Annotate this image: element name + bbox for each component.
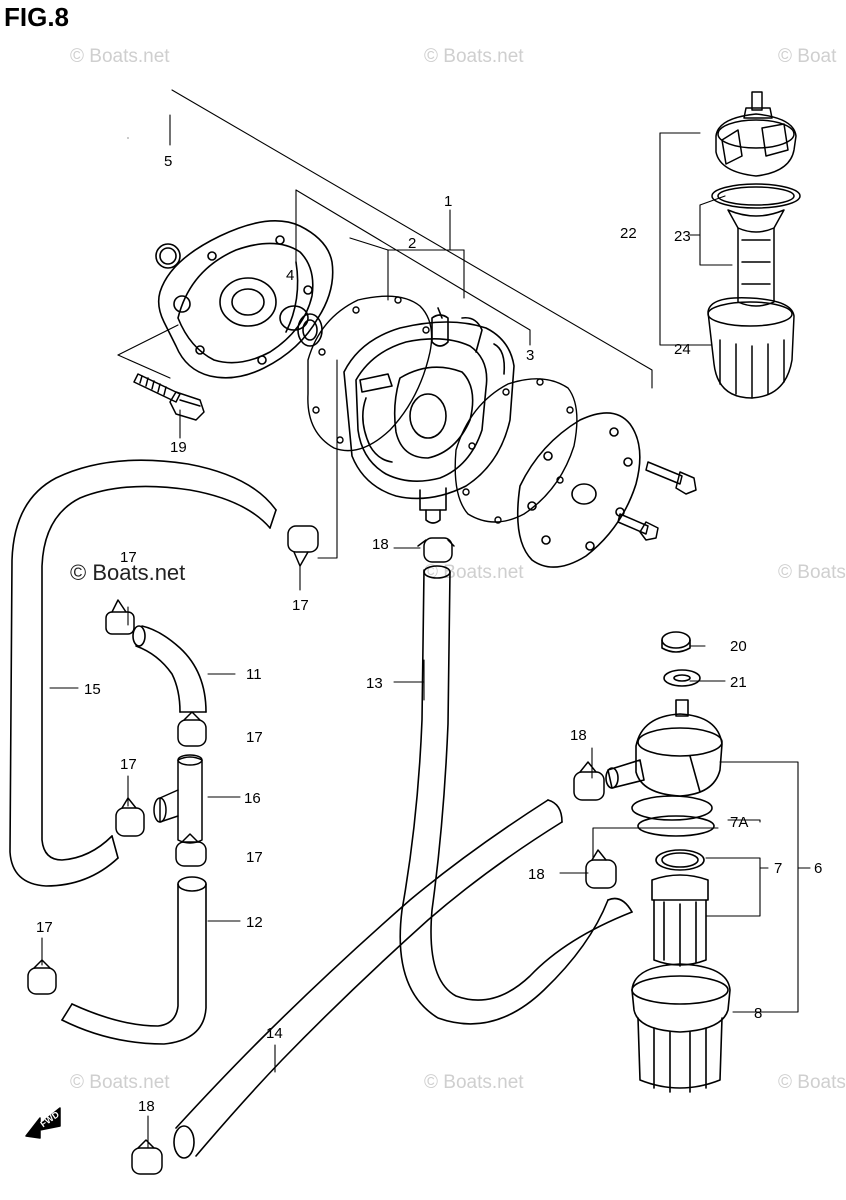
callout-4: 4	[286, 267, 294, 284]
clamp-17d	[115, 797, 145, 837]
watermark: © Boats.net	[424, 46, 524, 67]
hose-15	[9, 459, 277, 887]
callout-1: 1	[444, 193, 452, 210]
callout-15: 15	[84, 681, 101, 698]
clamp-18c	[585, 849, 617, 889]
callout-11: 11	[246, 666, 262, 683]
callout-8: 8	[754, 1005, 762, 1022]
clamp-17a	[105, 599, 135, 635]
clamp-17e	[175, 833, 207, 867]
callout-16: 16	[244, 790, 261, 807]
callout-17: 17	[292, 597, 309, 614]
watermark: © Boats.net	[70, 1072, 170, 1093]
watermark: © Boats	[778, 1072, 846, 1093]
hose-12	[61, 876, 207, 1045]
callout-2: 2	[408, 235, 416, 252]
callout-19: 19	[170, 439, 187, 456]
callout-23: 23	[674, 228, 691, 245]
callout-21: 21	[730, 674, 747, 691]
clamp-18b	[573, 761, 605, 801]
watermark: © Boats.net	[424, 562, 524, 583]
callout-17: 17	[246, 729, 263, 746]
pump-body	[343, 307, 515, 524]
leader-lines	[41, 89, 811, 1149]
callout-5: 5	[164, 153, 172, 170]
clamp-18a	[417, 537, 455, 563]
watermark: © Boats.net	[70, 560, 186, 585]
gasket-left	[307, 295, 433, 452]
callout-6: 6	[814, 860, 822, 877]
callout-24: 24	[674, 341, 691, 358]
callout-12: 12	[246, 914, 263, 931]
fwd-arrow-icon	[25, 1107, 61, 1139]
callout-14: 14	[266, 1025, 283, 1042]
water-separator	[605, 631, 731, 1093]
fuel-filter-top	[707, 91, 801, 399]
callout-7: 7	[774, 860, 782, 877]
callout-18: 18	[138, 1098, 155, 1115]
callout-18: 18	[528, 866, 545, 883]
callout-22: 22	[620, 225, 637, 242]
hose-13	[399, 565, 633, 1025]
figure-title: FIG.8	[4, 2, 70, 32]
hose-14	[173, 799, 563, 1159]
watermark: © Boats.net	[70, 46, 170, 67]
callout-3: 3	[526, 347, 534, 364]
watermark: © Boats.net	[424, 1072, 524, 1093]
end-cover	[516, 412, 641, 568]
bolt-19	[133, 373, 205, 421]
clamp-17f	[27, 959, 57, 995]
bolt-right-lower	[617, 513, 659, 541]
callout-17: 17	[246, 849, 263, 866]
callout-20: 20	[730, 638, 747, 655]
clamp-18d	[131, 1139, 163, 1175]
clamp-17b	[287, 525, 319, 567]
joint-16	[153, 754, 203, 844]
callout-17: 17	[36, 919, 53, 936]
callout-17: 17	[120, 549, 137, 566]
callout-7a: 7A	[730, 814, 748, 831]
pump-cover	[155, 220, 334, 379]
clamp-17c	[177, 711, 207, 747]
callout-18: 18	[570, 727, 587, 744]
watermark: © Boats	[778, 562, 846, 583]
bolt-right-upper	[645, 461, 697, 495]
callout-13: 13	[366, 675, 383, 692]
callout-labels: 1 2 3 4 5 6 7 7A 8 11 12 13 14 15 16 17 …	[36, 153, 822, 1129]
callout-17: 17	[120, 756, 137, 773]
hose-11	[132, 625, 207, 713]
callout-18: 18	[372, 536, 389, 553]
watermark: © Boat	[778, 46, 837, 67]
gasket-right	[454, 378, 578, 524]
